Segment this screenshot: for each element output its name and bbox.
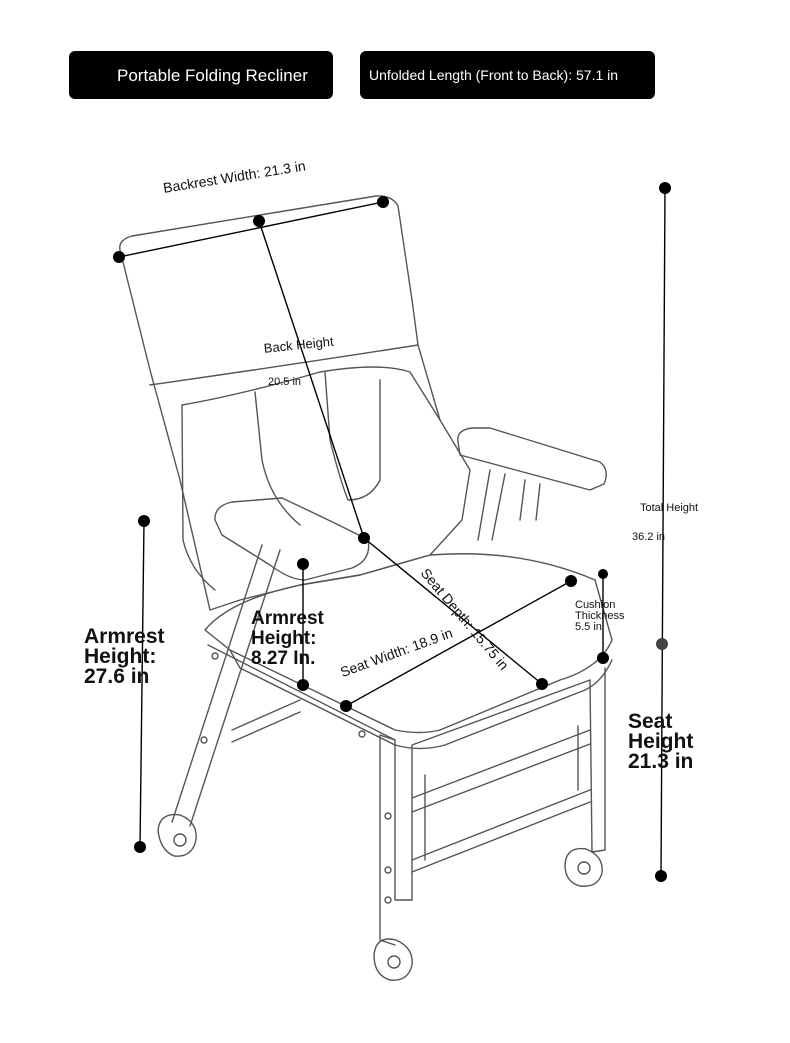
seat-height-line-3: 21.3 in xyxy=(628,750,694,773)
armrest-local-top-point xyxy=(297,558,309,570)
measurement-lines xyxy=(118,187,666,877)
measurement-endpoints xyxy=(113,182,671,882)
armrest-local-line-2: Height: xyxy=(251,628,317,649)
cushion-thickness-label: Cushion Thickness 5.5 in xyxy=(575,600,625,633)
cushion-label-line-2: Thickness xyxy=(575,610,625,622)
backrest-width-left-point xyxy=(113,251,125,263)
armrest-height-total-line xyxy=(139,520,145,848)
chair-sketch xyxy=(119,195,613,981)
seat-height-top-point xyxy=(656,638,668,650)
armrest-total-bottom-point xyxy=(134,841,146,853)
seat-width-right-point xyxy=(565,575,577,587)
armrest-total-line-1: Armrest xyxy=(84,625,165,648)
total-height-label: Total Height xyxy=(640,502,699,514)
armrest-local-bottom-point xyxy=(297,679,309,691)
seat-height-line-1: Seat xyxy=(628,710,673,733)
armrest-local-line-1: Armrest xyxy=(251,608,324,629)
cushion-thickness-value: 5.5 in xyxy=(575,621,602,633)
armrest-total-line-3: 27.6 in xyxy=(84,665,150,688)
seat-width-left-point xyxy=(340,700,352,712)
total-height-line xyxy=(660,187,666,877)
product-title-banner: Portable Folding Recliner xyxy=(69,51,333,99)
total-height-top-point xyxy=(659,182,671,194)
armrest-total-height-label: Armrest Height: 27.6 in xyxy=(84,625,165,688)
unfolded-length-banner: Unfolded Length (Front to Back): 57.1 in xyxy=(360,51,655,99)
seat-depth-end-point xyxy=(536,678,548,690)
armrest-total-top-point xyxy=(138,515,150,527)
seat-width-line xyxy=(345,580,572,707)
seat-height-label: Seat Height 21.3 in xyxy=(628,710,694,773)
armrest-local-height-label: Armrest Height: 8.27 In. xyxy=(251,609,324,669)
total-height-bottom-point xyxy=(655,870,667,882)
total-height-value: 36.2 in xyxy=(632,531,666,543)
cushion-top-point xyxy=(598,569,608,579)
back-height-value: 20.5 in xyxy=(268,376,302,388)
cushion-label-line-1: Cushion xyxy=(575,599,616,611)
unfolded-length-label: Unfolded Length (Front to Back): 57.1 in xyxy=(369,67,619,83)
cushion-bottom-point xyxy=(597,652,609,664)
back-height-bottom-point xyxy=(358,532,370,544)
armrest-total-line-2: Height: xyxy=(84,645,157,668)
backrest-width-right-point xyxy=(377,196,389,208)
product-title: Portable Folding Recliner xyxy=(117,65,308,85)
seat-height-line-2: Height xyxy=(628,730,694,753)
back-height-line xyxy=(258,220,365,539)
armrest-local-line-3: 8.27 In. xyxy=(251,648,316,669)
backrest-width-mid-point xyxy=(253,215,265,227)
backrest-width-line xyxy=(118,201,384,258)
seat-depth-line xyxy=(363,537,543,685)
